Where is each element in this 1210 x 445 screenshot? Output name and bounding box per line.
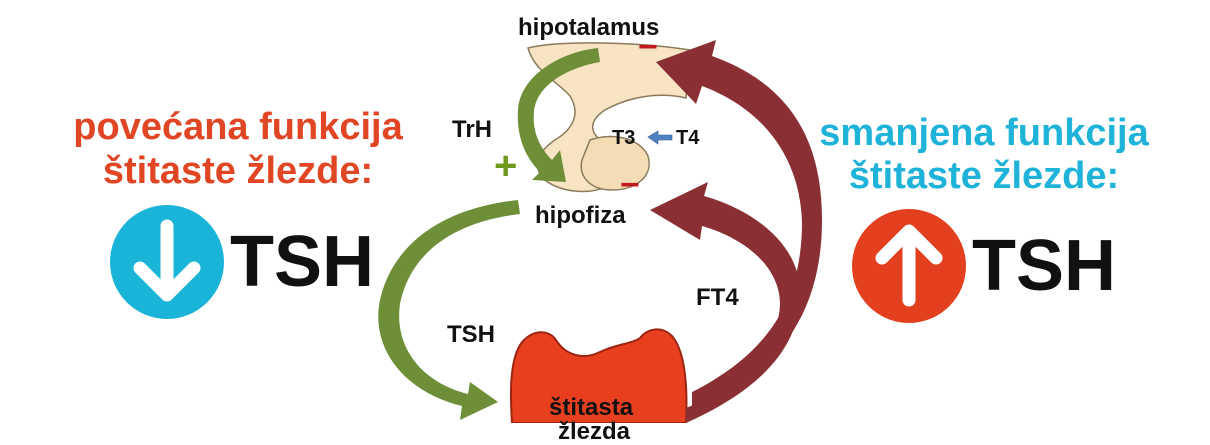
t4-to-t3-conversion-arrow [647, 130, 673, 145]
left-heading-line2: štitaste žlezde: [102, 150, 374, 192]
arrow-down-icon [133, 219, 201, 302]
trh-plus-sign: + [494, 144, 518, 188]
pituitary-minus-sign: − [620, 166, 640, 204]
pituitary-lobe-shape [580, 135, 650, 191]
tsh-diagram-label: TSH [447, 321, 495, 348]
left-heading-line1: povećana funkcija [73, 106, 403, 148]
tsh-stimulation-arrow [378, 200, 520, 420]
trh-label: TrH [452, 116, 493, 143]
trh-stimulation-arrow [517, 48, 600, 182]
hormone-feedback-diagram [110, 40, 966, 423]
right-tsh-label: TSH [972, 226, 1116, 306]
arrow-up-icon [875, 224, 943, 307]
left-tsh-label: TSH [230, 222, 374, 302]
t4-label: T4 [676, 127, 700, 149]
hypothalamus-minus-sign: − [638, 28, 658, 66]
t3-label: T3 [612, 127, 636, 149]
ft4-inhibition-hypothalamus-arrow [656, 40, 822, 410]
right-heading-line1: smanjena funkcija [819, 112, 1149, 154]
thyroid-label-line1: štitasta [549, 394, 634, 421]
hypothalamus-label: hipotalamus [518, 14, 660, 41]
feedback-diagram-canvas: povećana funkcija štitaste žlezde: TSH s… [73, 14, 1149, 444]
thyroid-label-line2: žlezda [558, 418, 631, 445]
pituitary-label: hipofiza [535, 202, 626, 229]
right-heading-line2: štitaste žlezde: [848, 155, 1120, 197]
ft4-label: FT4 [696, 284, 739, 311]
